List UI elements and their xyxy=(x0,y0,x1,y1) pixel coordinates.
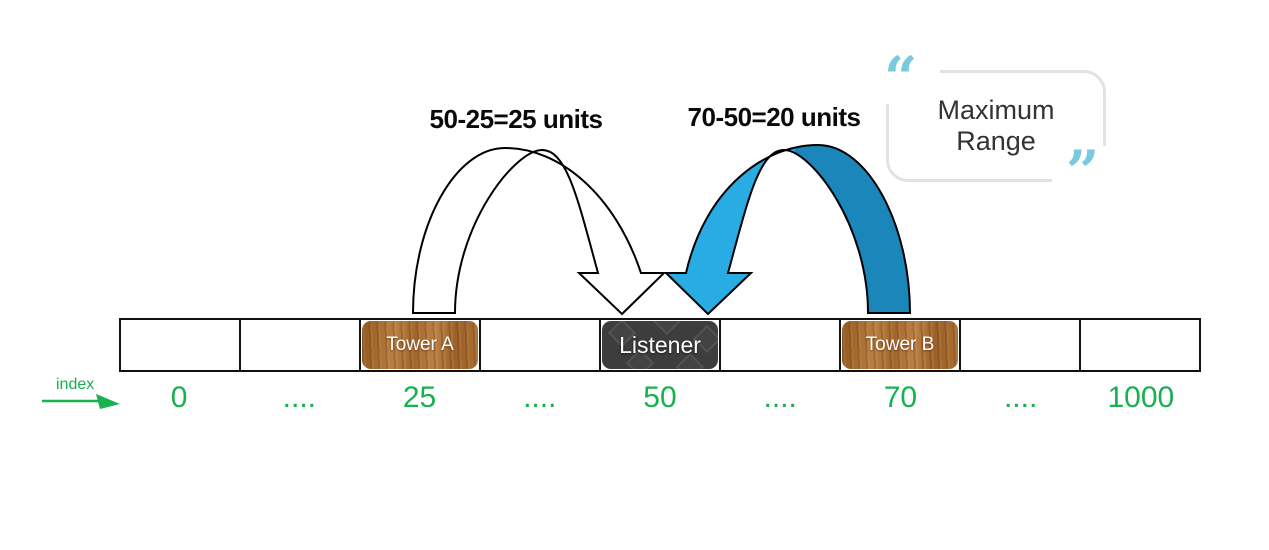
callout-border-gap-bottom-right xyxy=(1052,146,1118,198)
index-label-dots: .... xyxy=(282,381,316,414)
array-cell-tower-b: Tower B xyxy=(841,320,961,370)
array-cell-gap-2 xyxy=(481,320,601,370)
maximum-range-text: Maximum Range xyxy=(886,70,1106,182)
array-cell-tower-a: Tower A xyxy=(361,320,481,370)
array-cell-gap-4 xyxy=(961,320,1081,370)
tower-a-box: Tower A xyxy=(362,321,478,369)
array-cell-0 xyxy=(121,320,241,370)
array-row: Tower A Listener Tower B xyxy=(119,318,1201,372)
array-cell-gap-1 xyxy=(241,320,361,370)
index-label-dots: .... xyxy=(763,381,797,414)
index-label-0: 0 xyxy=(170,381,188,414)
tower-b-label: Tower B xyxy=(865,334,935,355)
index-label-50: 50 xyxy=(643,381,677,414)
arc-label-tower-a-distance: 50-25=25 units xyxy=(429,104,603,134)
index-labels-row: 0 .... 25 .... 50 .... 70 .... 1000 xyxy=(119,381,1201,415)
tower-b-box: Tower B xyxy=(842,321,958,369)
index-label-1000: 1000 xyxy=(1107,381,1175,414)
index-label-dots: .... xyxy=(1003,381,1038,414)
listener-label: Listener xyxy=(619,331,701,358)
index-label-dots: .... xyxy=(523,381,557,414)
distance-arc-tower-a-icon xyxy=(411,146,667,316)
callout-line-1: Maximum xyxy=(937,95,1055,125)
array-cell-1000 xyxy=(1081,320,1199,370)
close-quote-icon: ” xyxy=(1066,138,1100,206)
listener-box: Listener xyxy=(602,321,718,369)
open-quote-icon: “ xyxy=(884,44,918,112)
index-axis-caption: index xyxy=(56,376,95,393)
tower-a-label: Tower A xyxy=(386,334,454,355)
distance-arc-tower-b-dark-band xyxy=(795,145,910,313)
index-label-70: 70 xyxy=(883,381,918,414)
callout-line-2: Range xyxy=(956,126,1036,156)
array-cell-listener: Listener xyxy=(601,320,721,370)
array-cell-gap-3 xyxy=(721,320,841,370)
index-label-25: 25 xyxy=(402,381,437,414)
index-axis-arrow-head-icon xyxy=(96,394,120,409)
callout-border-gap-top-left xyxy=(874,52,940,104)
distance-arc-tower-b-icon xyxy=(666,145,910,314)
arc-label-tower-b-distance: 70-50=20 units xyxy=(687,102,861,132)
distance-arc-tower-b-outline xyxy=(663,143,912,316)
